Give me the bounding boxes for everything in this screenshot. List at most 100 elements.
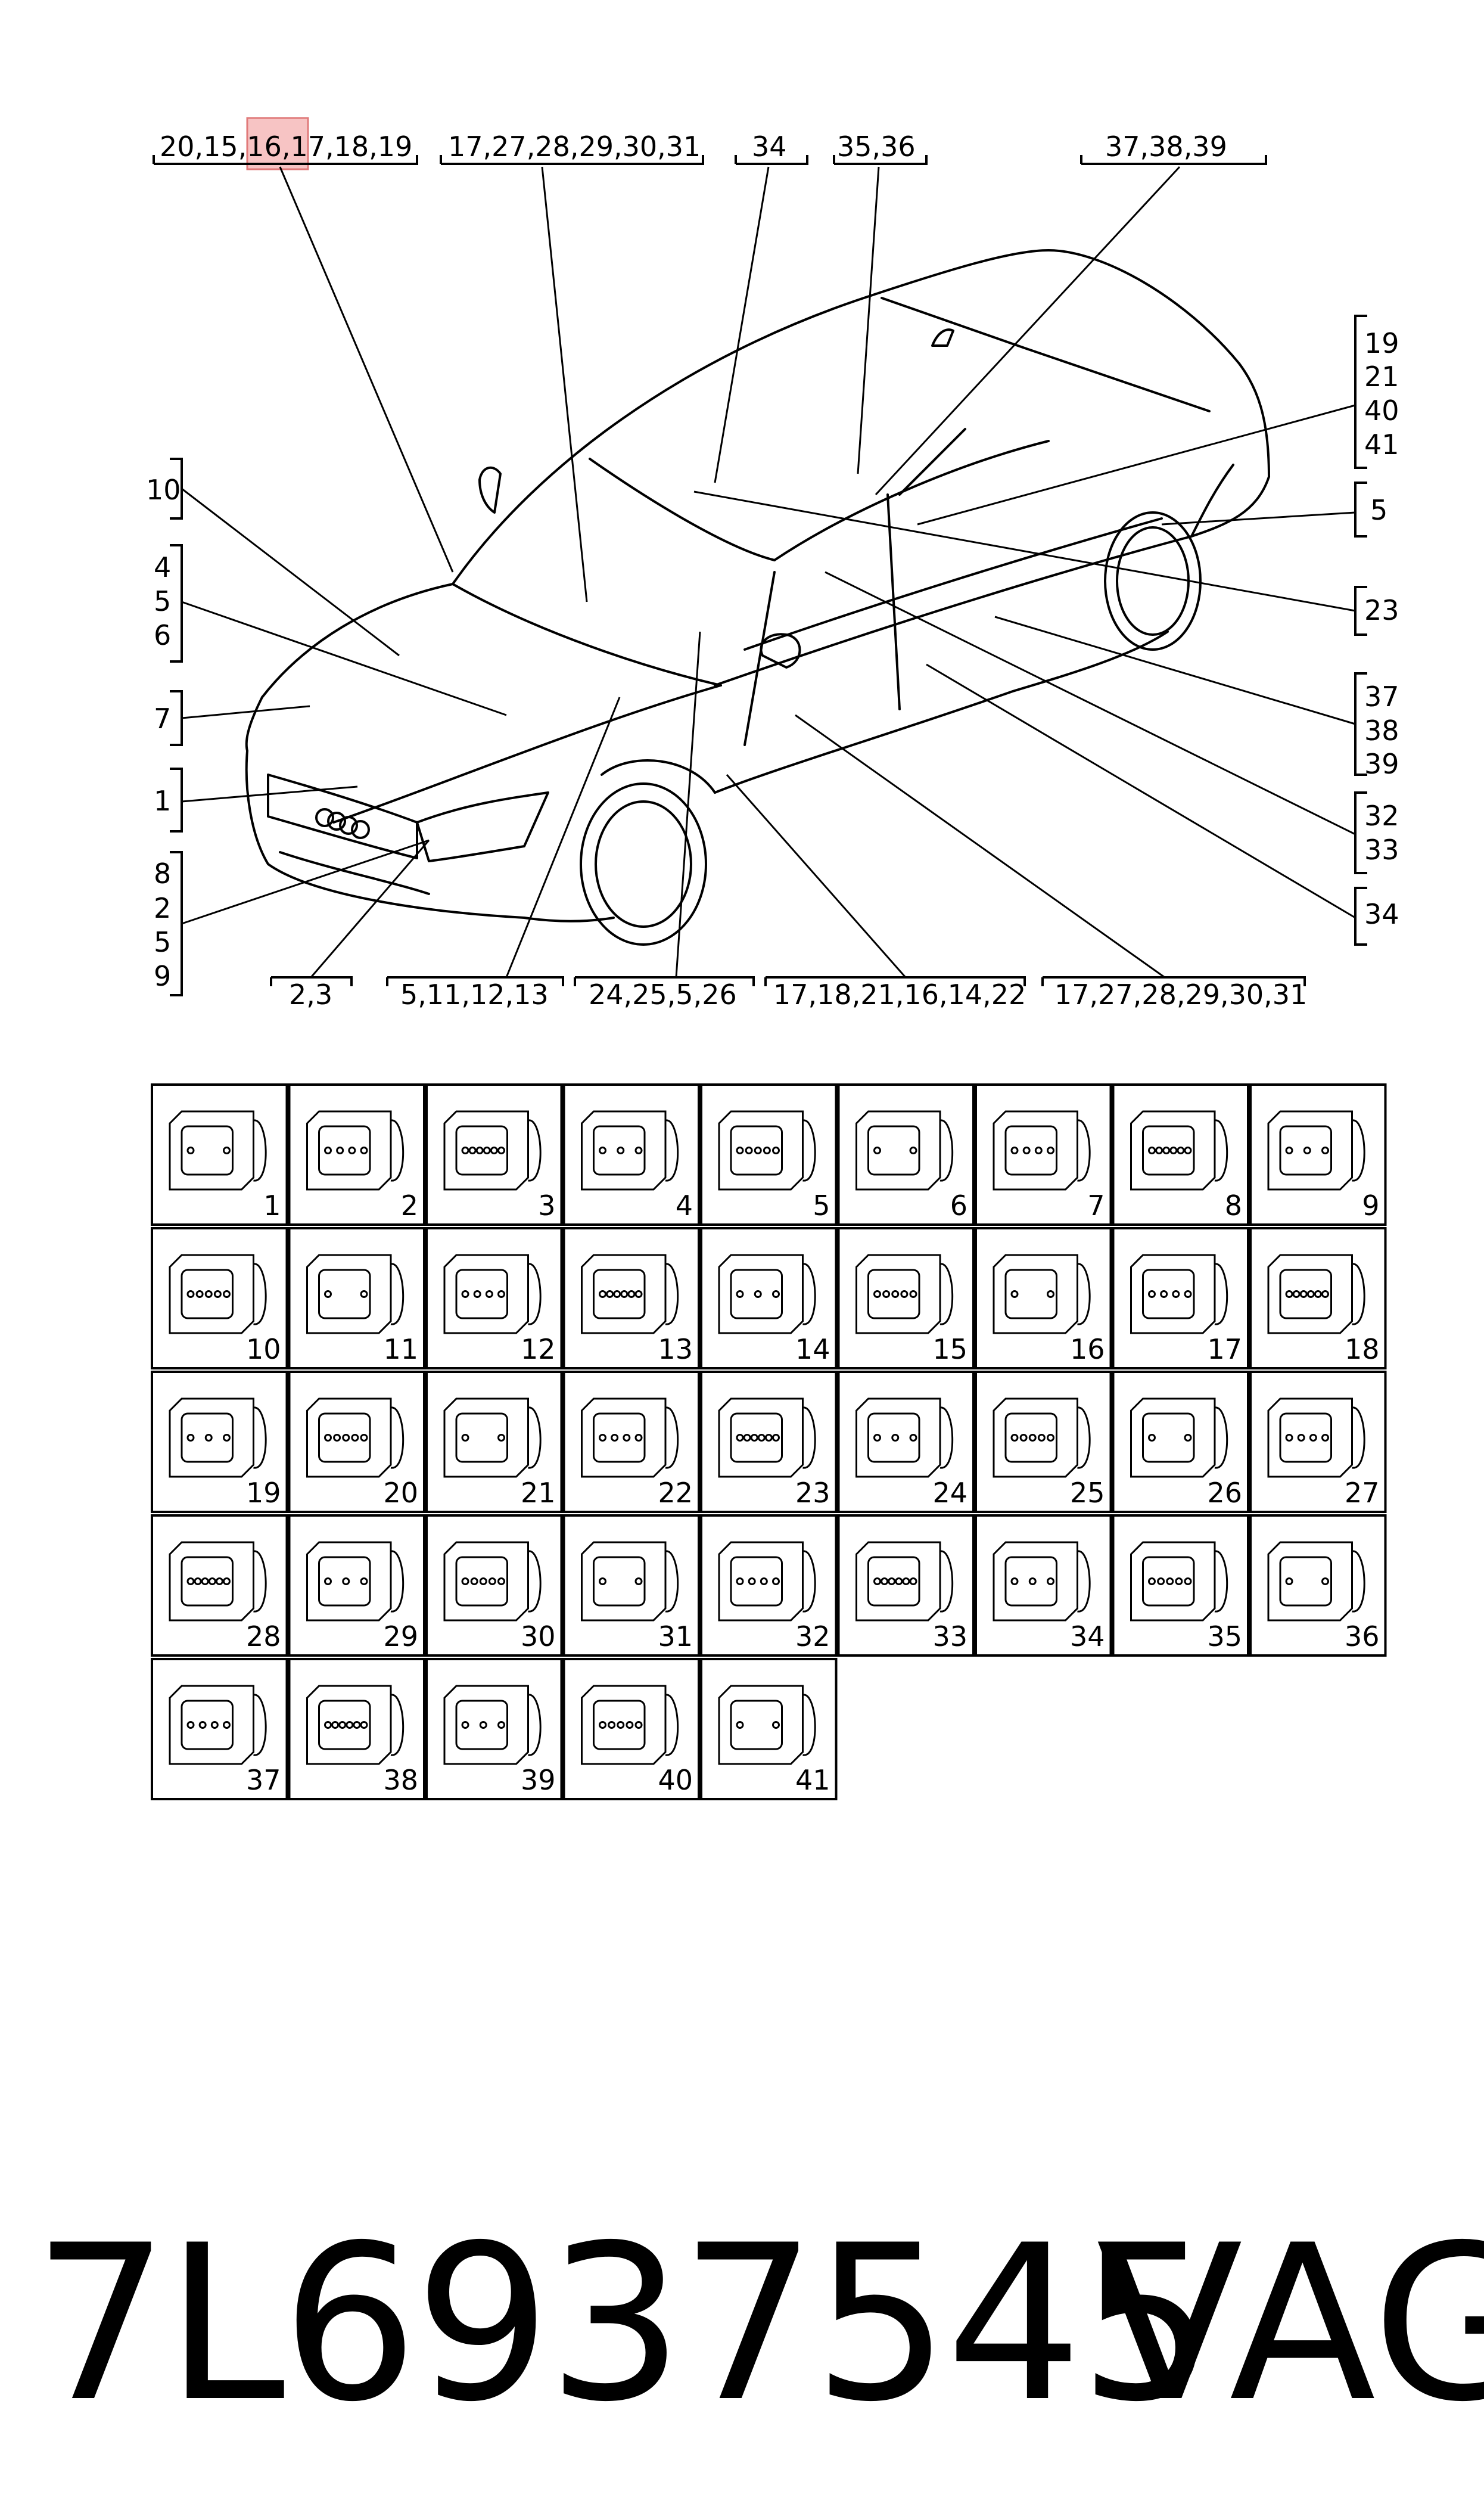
connector-number: 24 <box>932 1477 967 1509</box>
connector-frame <box>562 1083 700 1226</box>
connector-sketch <box>581 1541 679 1622</box>
connector-number: 26 <box>1207 1477 1242 1509</box>
connector-number: 38 <box>383 1764 418 1796</box>
callout-right-33: 33 <box>1364 834 1399 866</box>
connector-frame <box>425 1371 563 1513</box>
callout-left-6: 6 <box>154 619 171 651</box>
connector-number: 34 <box>1070 1620 1105 1653</box>
connector-number: 15 <box>932 1333 967 1365</box>
connector-frame <box>700 1514 838 1657</box>
connector-frame <box>700 1083 838 1226</box>
parts-diagram: 20,15,16,17,18,19 17,27,28,29,30,31 34 3… <box>146 117 1399 1800</box>
connector-number: 25 <box>1070 1477 1105 1509</box>
connector-frame <box>975 1514 1112 1657</box>
car-drawing <box>245 249 1270 946</box>
connector-number: 10 <box>246 1333 281 1365</box>
callout-left-5b: 5 <box>154 926 171 958</box>
connector-number: 19 <box>246 1477 281 1509</box>
callout-left-1: 1 <box>154 785 171 817</box>
connector-frame <box>425 1227 563 1369</box>
callout-right-5: 5 <box>1370 494 1387 526</box>
connector-number: 7 <box>1087 1189 1105 1222</box>
connector-cell: 24 <box>837 1371 975 1513</box>
connector-frame <box>562 1371 700 1513</box>
connector-sketch <box>993 1397 1091 1478</box>
connector-cell: 15 <box>837 1227 975 1369</box>
connector-cell: 39 <box>425 1658 563 1800</box>
connector-sketch <box>169 1397 267 1478</box>
connector-sketch <box>443 1685 542 1765</box>
connector-cell: 1 <box>151 1083 288 1226</box>
connector-cell: 4 <box>562 1083 700 1226</box>
callout-left-8: 8 <box>154 858 171 890</box>
connector-number: 14 <box>795 1333 830 1365</box>
connector-frame <box>151 1658 288 1800</box>
connector-sketch <box>306 1685 405 1765</box>
connector-frame <box>837 1371 975 1513</box>
connector-cell: 2 <box>288 1083 425 1226</box>
connector-frame <box>837 1514 975 1657</box>
connector-sketch <box>169 1254 267 1334</box>
connector-cell: 12 <box>425 1227 563 1369</box>
connector-frame <box>151 1371 288 1513</box>
connector-sketch <box>306 1541 405 1622</box>
connector-number: 3 <box>538 1189 555 1222</box>
connector-sketch <box>1130 1110 1228 1191</box>
callout-right-32: 32 <box>1364 800 1399 832</box>
connector-cell: 41 <box>700 1658 838 1800</box>
connector-frame <box>975 1371 1112 1513</box>
connector-sketch <box>443 1397 542 1478</box>
callout-bottom-1: 2,3 <box>289 979 332 1011</box>
connector-sketch <box>169 1541 267 1622</box>
connector-cell: 36 <box>1249 1514 1387 1657</box>
connector-sketch <box>581 1685 679 1765</box>
connector-cell: 20 <box>288 1371 425 1513</box>
connector-cell: 30 <box>425 1514 563 1657</box>
callout-top-5: 37,38,39 <box>1105 131 1227 163</box>
connector-sketch <box>1267 1397 1365 1478</box>
callout-right-19: 19 <box>1364 327 1399 359</box>
connector-frame <box>1112 1514 1249 1657</box>
connector-frame <box>1112 1371 1249 1513</box>
connector-frame <box>837 1083 975 1226</box>
connector-sketch <box>718 1541 816 1622</box>
connector-cell: 26 <box>1112 1371 1249 1513</box>
callout-left-9: 9 <box>154 960 171 992</box>
connector-sketch <box>993 1110 1091 1191</box>
connector-number: 27 <box>1345 1477 1380 1509</box>
callout-right-40: 40 <box>1364 395 1399 427</box>
connector-frame <box>975 1083 1112 1226</box>
connector-number: 41 <box>795 1764 830 1796</box>
connector-number: 31 <box>658 1620 693 1653</box>
callout-left-7: 7 <box>154 703 171 735</box>
callout-bottom-5: 17,27,28,29,30,31 <box>1054 979 1307 1011</box>
callout-left-10: 10 <box>146 474 181 506</box>
connector-cell: 19 <box>151 1371 288 1513</box>
callout-left-5: 5 <box>154 585 171 617</box>
callout-right-21: 21 <box>1364 361 1399 393</box>
connector-sketch <box>1267 1254 1365 1334</box>
connector-cell: 25 <box>975 1371 1112 1513</box>
connector-number: 1 <box>263 1189 281 1222</box>
callout-left-4: 4 <box>154 551 171 583</box>
callout-right-23: 23 <box>1364 594 1399 626</box>
connector-frame <box>562 1514 700 1657</box>
connector-frame <box>700 1371 838 1513</box>
connector-number: 23 <box>795 1477 830 1509</box>
connector-number: 39 <box>521 1764 556 1796</box>
callout-right-34: 34 <box>1364 898 1399 930</box>
callout-top-4: 35,36 <box>837 131 916 163</box>
callout-bottom-4: 17,18,21,16,14,22 <box>773 979 1026 1011</box>
connector-cell: 40 <box>562 1658 700 1800</box>
connector-sketch <box>718 1110 816 1191</box>
callout-left-2: 2 <box>154 892 171 924</box>
connector-cell: 11 <box>288 1227 425 1369</box>
connector-number: 11 <box>383 1333 418 1365</box>
connector-sketch <box>306 1254 405 1334</box>
callouts-right <box>1354 315 1367 946</box>
connector-frame <box>425 1514 563 1657</box>
connector-number: 20 <box>383 1477 418 1509</box>
connector-sketch <box>581 1254 679 1334</box>
callout-right-38: 38 <box>1364 715 1399 747</box>
connector-sketch <box>1130 1541 1228 1622</box>
